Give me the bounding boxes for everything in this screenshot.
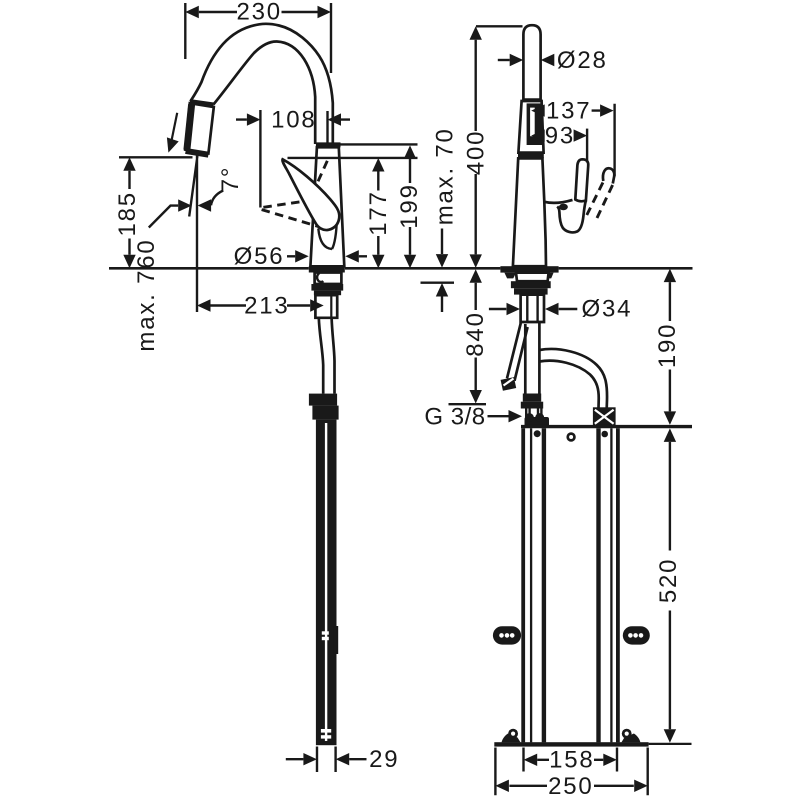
svg-text:177: 177 — [365, 190, 392, 235]
svg-text:Ø56: Ø56 — [234, 243, 285, 270]
svg-text:840: 840 — [462, 311, 489, 356]
svg-text:190: 190 — [654, 323, 681, 368]
svg-text:max. 760: max. 760 — [133, 238, 160, 351]
svg-text:G 3/8: G 3/8 — [424, 404, 485, 431]
svg-text:520: 520 — [655, 558, 682, 603]
svg-text:7°: 7° — [217, 166, 244, 193]
svg-text:250: 250 — [548, 773, 593, 800]
svg-text:158: 158 — [549, 747, 594, 774]
svg-text:185: 185 — [114, 191, 141, 236]
svg-text:Ø34: Ø34 — [582, 296, 633, 323]
svg-text:93: 93 — [545, 123, 575, 150]
svg-text:29: 29 — [369, 746, 399, 773]
svg-text:400: 400 — [463, 130, 490, 175]
svg-text:108: 108 — [271, 107, 316, 134]
svg-text:137: 137 — [546, 98, 591, 125]
svg-text:199: 199 — [396, 183, 423, 228]
svg-text:213: 213 — [244, 292, 289, 319]
svg-text:max. 70: max. 70 — [431, 127, 458, 225]
svg-text:Ø28: Ø28 — [557, 47, 608, 74]
svg-text:230: 230 — [236, 0, 281, 26]
